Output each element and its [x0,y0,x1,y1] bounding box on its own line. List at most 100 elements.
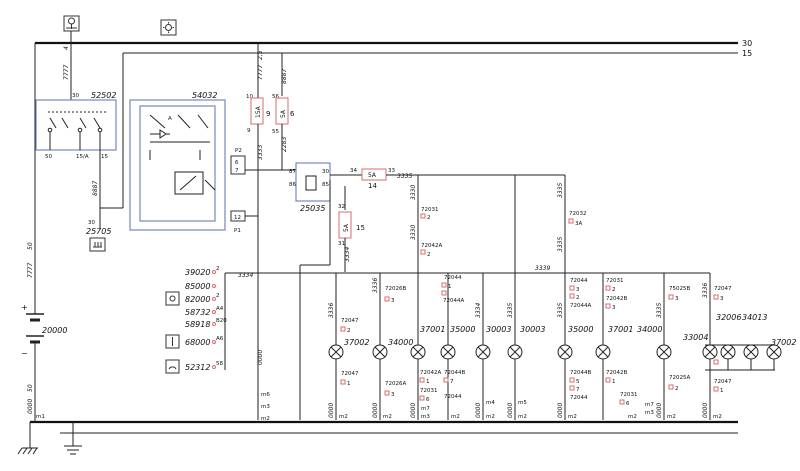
lamp-35000-a [440,344,456,360]
lamp-32006 [720,344,736,360]
lamp-label-35000-b: 35000 [568,325,593,334]
svg-text:58732: 58732 [185,308,210,317]
branch-label-0000-d: 0000 [475,403,482,418]
ground-m7-b: m7 [645,402,654,408]
lamp-label-33004: 33004 [683,333,708,342]
pin-32: 32 [338,204,345,210]
pin-6: 6 [235,160,239,166]
tag-72042A-top: 72042A 2 [420,243,442,258]
svg-text:7: 7 [450,379,454,385]
ground-symbol-center [64,422,82,455]
pin-50: 50 [45,154,52,160]
relay-54032-inner [139,105,216,222]
switch-row-52312: 52312 58 [165,359,223,374]
pin-55: 55 [272,129,279,135]
svg-text:2: 2 [347,328,351,334]
branch-label-3336-a: 3336 [328,303,335,318]
svg-text:72044A: 72044A [443,298,464,304]
switch-row-82000: 82000 2 [165,291,220,306]
branch-label-3335-e: 3335 [656,303,663,318]
svg-text:6: 6 [426,397,430,403]
relay-25035-label: 25035 [300,204,325,213]
branch-label-0000-e: 0000 [507,403,514,418]
svg-text:+: + [21,303,28,312]
tag-72031-c: 72031 2 72042B 3 [605,278,627,311]
lamp-label-35000-a: 35000 [450,325,475,334]
pin-9: 9 [247,128,251,134]
wire-label-8887-f6: 8887 [281,69,288,84]
pin-34: 34 [350,168,357,174]
tag-72042A-b: 72042A 1 [419,370,441,385]
svg-text:72025A: 72025A [669,375,690,381]
pin-30-25705: 30 [88,220,95,226]
svg-text:72044: 72044 [570,395,588,401]
wire-label-2283: 2283 [281,137,288,152]
svg-text:1: 1 [448,284,452,290]
tag-72044B-a: 72044B 7 [443,370,465,385]
svg-text:3: 3 [720,296,724,302]
lamp-label-30003-b: 30003 [520,325,545,334]
switch-row-85000: 85000 [185,282,216,291]
relay-54032-outer [129,99,226,231]
fuse-15-rating: 5A [343,223,350,232]
svg-text:72044: 72044 [570,278,588,284]
ground-m2-a: m2 [339,414,348,420]
svg-text:72042A: 72042A [421,243,442,249]
lamp-34000-a [372,344,388,360]
ignition-switch-box [35,99,117,151]
svg-text:1: 1 [426,379,430,385]
bus-30-label: 30 [742,39,752,48]
ground-m2: m2 [261,416,270,422]
pin-12: 12 [234,215,241,221]
svg-text:85000: 85000 [185,282,210,291]
battery-label: 20000 [42,326,67,335]
tag-72047-b: 72047 1 [340,371,359,387]
ground-m3-b: m3 [645,410,654,416]
fuse-9-number: 9 [266,110,270,118]
tag-72047-a: 72047 2 [340,318,359,334]
wire-label-3334: 3334 [344,247,351,262]
svg-text:−: − [21,349,28,358]
svg-text:72047: 72047 [714,379,732,385]
svg-text:58918: 58918 [185,320,210,329]
tag-75025B: 75025B 3 [668,286,690,302]
relay-25035-coil [305,175,317,191]
battery-20000: + − [21,298,44,422]
pin-87: 87 [289,169,296,175]
fuse-15-number: 15 [356,224,365,232]
wire-label-0000: 0000 [257,350,264,365]
wire-label-0000-left: 0000 [27,399,34,414]
tag-72032-top: 72032 3A [568,211,587,227]
ground-m4: m4 [486,400,495,406]
wire-label-7777-ign: 7777 [63,65,70,80]
wire-label-50: 50 [27,242,34,250]
ground-m2-f: m2 [568,414,577,420]
svg-text:7: 7 [576,387,580,393]
svg-text:2: 2 [427,215,431,221]
svg-text:72042B: 72042B [606,296,627,302]
lamp-35000-b [557,344,573,360]
svg-text:1: 1 [612,379,616,385]
svg-text:58: 58 [216,361,223,367]
pin-p1: P1 [234,228,241,234]
wire-label-3335: 3335 [397,173,412,180]
wire-label-3335-r: 3335 [557,183,564,198]
fuse-14-number: 14 [368,182,377,190]
svg-text:3: 3 [391,392,395,398]
wire-label-7777: 7777 [27,263,34,278]
ground-m2-b: m2 [383,414,392,420]
fuse-14-rating: 5A [368,172,377,179]
ground-m3-a: m3 [421,414,430,420]
tag-72026B: 72026B 3 [384,286,406,304]
switch-row-39020: 39020 2 [185,266,220,277]
tag-72044-c: 72044 3 2 72044A [569,278,591,309]
ground-m5: m5 [518,400,527,406]
branch-label-0000-a: 0000 [328,403,335,418]
svg-text:3A: 3A [575,221,582,227]
svg-text:72047: 72047 [714,286,732,292]
lamp-30003-b [507,344,523,360]
lamp-label-34000-b: 34000 [637,325,662,334]
pin-10: 10 [246,94,253,100]
branch-label-3335-c: 3335 [507,303,514,318]
